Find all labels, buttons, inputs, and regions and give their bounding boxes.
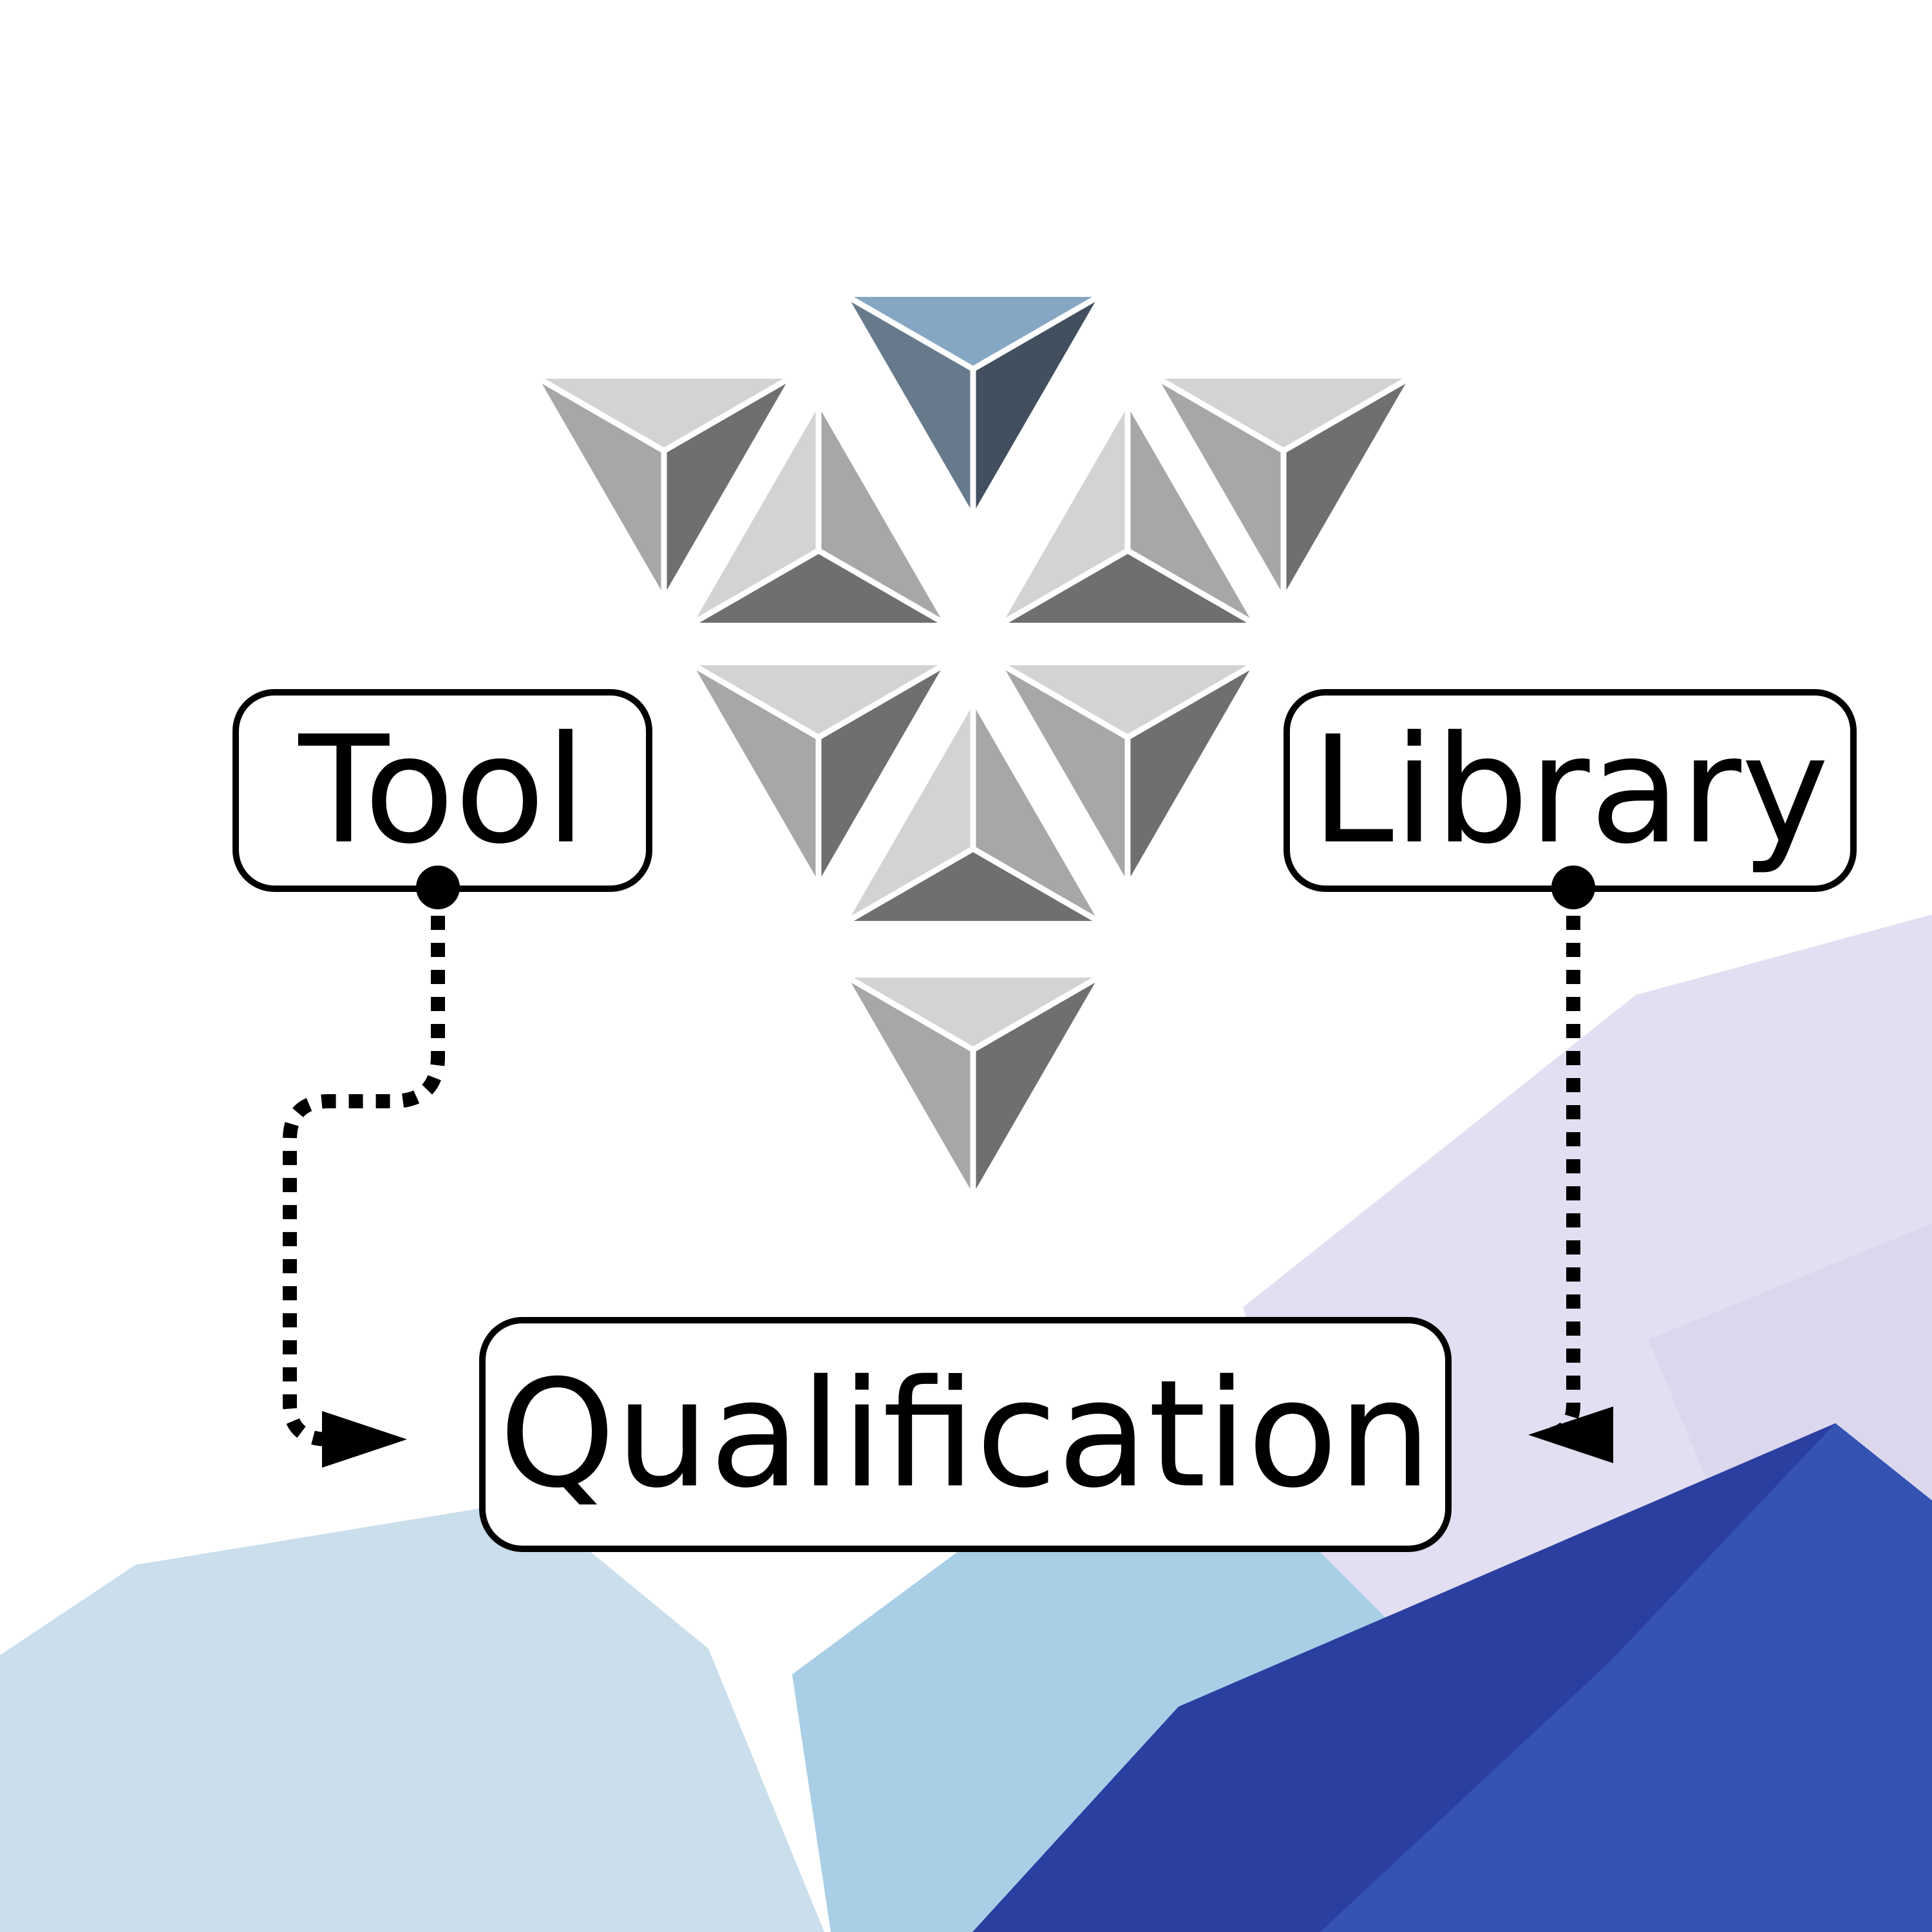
logo-tri-upper-right-edge-1 (1282, 376, 1410, 453)
logo-tri-upper-inner-right-edge-1 (1001, 548, 1130, 625)
logo-tri-upper-inner-left-face-bottom (694, 551, 943, 623)
logo-tri-upper-inner-right-face-bottom (1003, 551, 1253, 623)
logo-tri-middle-left-edge-1 (817, 663, 945, 740)
logo-tri-bottom-edge-1 (971, 975, 1100, 1052)
qualification-node: Qualification (479, 1317, 1452, 1552)
qualification-label: Qualification (499, 1349, 1432, 1521)
logo-tri-upper-right-face-top (1159, 379, 1408, 451)
tool-label: Tool (298, 705, 587, 877)
logo-tri-upper-left-edge-1 (662, 376, 791, 453)
logo-tri-top-edge-0 (846, 294, 975, 372)
logo-tri-middle-left-face-top (694, 665, 943, 737)
logo-tri-middle-left-edge-0 (692, 663, 820, 740)
logo-tri-middle-right-edge-1 (1126, 663, 1255, 740)
logo-tri-middle-right-edge-0 (1001, 663, 1130, 740)
logo-tri-bottom-edge-0 (846, 975, 975, 1052)
logo-tri-top-edge-1 (971, 294, 1100, 372)
tool-connector-dot (416, 866, 460, 909)
library-node: Library (1283, 689, 1857, 892)
qualification-box (479, 1317, 1452, 1552)
logo-tri-upper-left-face-top (539, 379, 789, 451)
logo-tri-top-face-top (848, 297, 1098, 369)
bg-sky-shape (0, 1501, 824, 1932)
logo-tri-upper-inner-left-edge-1 (692, 548, 820, 625)
logo-tri-center-up-edge-1 (846, 846, 975, 923)
tool-node: Tool (232, 689, 652, 892)
library-label: Library (1311, 705, 1829, 877)
library-to-qualification-connector (1528, 889, 1614, 1463)
logo-tri-upper-inner-right-edge-2 (1126, 548, 1255, 625)
logo-tri-upper-right-edge-0 (1157, 376, 1285, 453)
bg-navy-shade (1320, 1423, 1932, 1932)
logo-tri-upper-left-edge-0 (537, 376, 666, 453)
logo-tri-bottom-face-top (848, 978, 1098, 1050)
logo-tri-middle-right-face-top (1003, 665, 1253, 737)
logo-tri-center-up-edge-2 (971, 846, 1100, 923)
library-connector-dot (1551, 866, 1595, 909)
logo-tri-upper-inner-left-edge-2 (817, 548, 945, 625)
triangular-pyramid-logo (537, 294, 1410, 1194)
tool-to-qualification-connector (283, 889, 445, 1468)
logo-tri-center-up-face-bottom (848, 849, 1098, 921)
